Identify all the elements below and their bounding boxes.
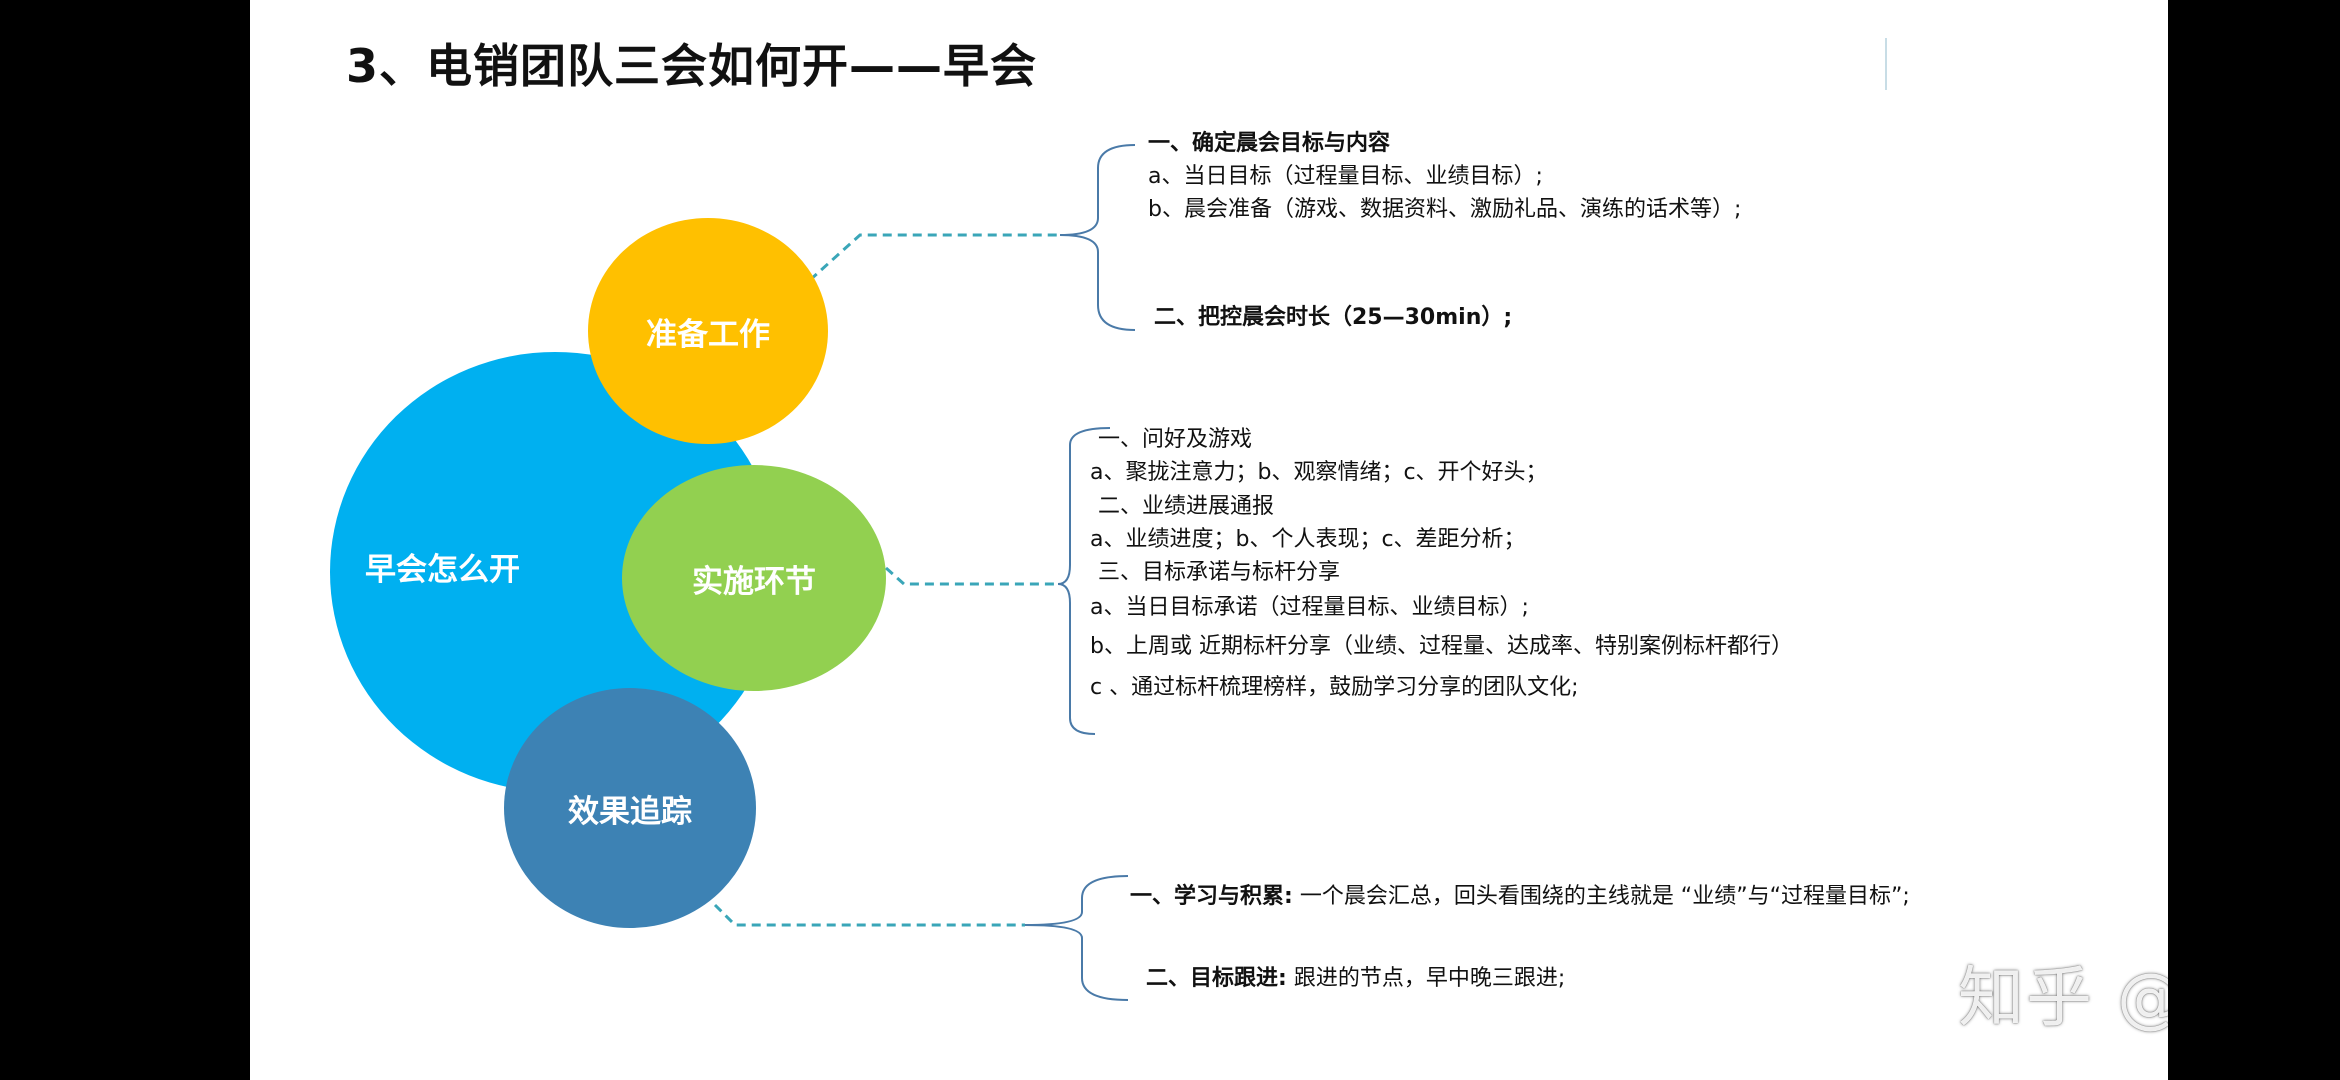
track-item-2-head: 二、目标跟进: [1146,966,1287,991]
bracket-prep [1059,144,1136,331]
impl-item-heading-2: 二、业绩进展通报 [1098,494,1275,519]
track-item-1: 一、学习与积累: 一个晨会汇总，回头看围绕的主线就是 “业绩”与“过程量目标”; [1130,882,1975,912]
slide: 3、电销团队三会如何开——早会 早会怎么开 准备工作 实施环节 效果追踪 一、确… [250,0,2168,1080]
impl-item-1a: a、聚拢注意力；b、观察情绪；c、开个好头； [1090,460,1548,485]
decorative-divider [1885,38,1887,90]
impl-item-3c: c 、通过标杆梳理榜样，鼓励学习分享的团队文化; [1090,675,1579,700]
impl-circle: 实施环节 [622,465,886,691]
impl-item-heading-3: 三、目标承诺与标杆分享 [1098,560,1341,585]
track-item-2: 二、目标跟进: 跟进的节点，早中晚三跟进; [1146,968,1565,990]
prep-label: 准备工作 [646,316,770,353]
impl-label: 实施环节 [692,563,816,600]
connector-layer [713,144,1136,1001]
track-item-1-head: 一、学习与积累: [1130,884,1293,909]
prep-circle: 准备工作 [588,218,828,444]
track-label: 效果追踪 [568,793,692,830]
track-circle: 效果追踪 [504,688,756,928]
connector-prep [808,233,1060,282]
slide-title: 3、电销团队三会如何开——早会 [346,39,1038,93]
prep-item-heading-1: 一、确定晨会目标与内容 [1148,131,1391,156]
impl-item-3b: b、上周或 近期标杆分享（业绩、过程量、达成率、特别案例标杆都行） [1090,634,1793,659]
prep-item-b: b、晨会准备（游戏、数据资料、激励礼品、演练的话术等）; [1148,197,1742,222]
prep-item-heading-2: 二、把控晨会时长（25—30min）; [1154,305,1513,330]
track-item-2-text: 跟进的节点，早中晚三跟进; [1293,966,1566,991]
impl-item-3a: a、当日目标承诺（过程量目标、业绩目标）; [1090,595,1529,620]
impl-item-2a: a、业绩进度；b、个人表现；c、差距分析； [1090,527,1526,552]
track-item-1-text: 一个晨会汇总，回头看围绕的主线就是 “业绩”与“过程量目标”; [1299,884,1910,909]
prep-item-a: a、当日目标（过程量目标、业绩目标）; [1148,164,1543,189]
impl-item-heading-1: 一、问好及游戏 [1098,427,1253,452]
bracket-impl [1057,427,1111,735]
connector-track [713,903,1025,927]
center-label: 早会怎么开 [365,551,520,588]
watermark: 知乎 @会计创业帮 [1958,959,2168,1036]
bracket-track [1024,875,1129,1001]
connector-impl [885,566,1058,586]
